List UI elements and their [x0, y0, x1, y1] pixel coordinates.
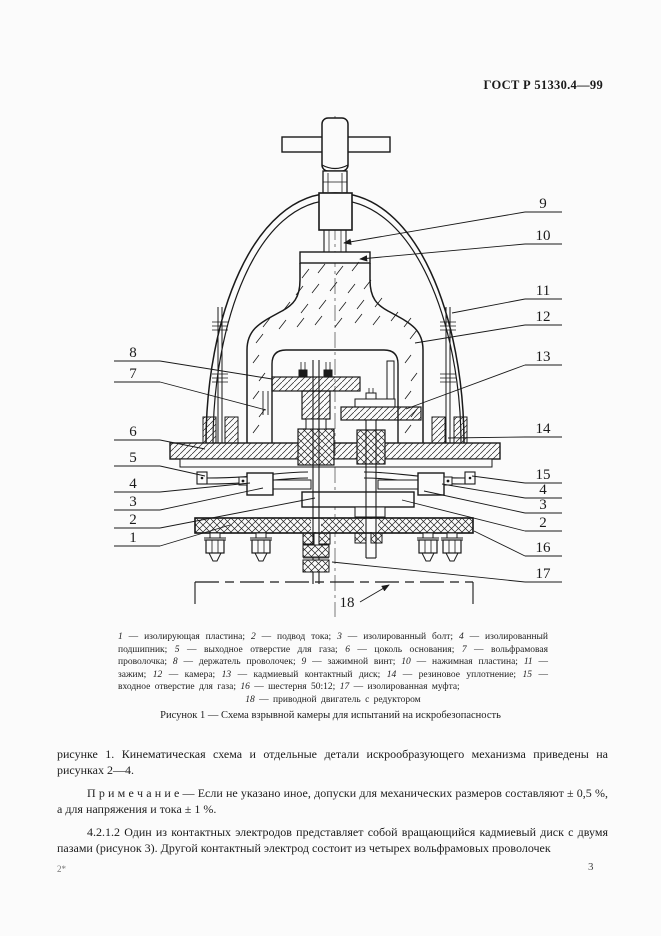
bolt — [204, 532, 226, 562]
callouts-left: 8 7 6 5 4 3 2 1 — [114, 345, 160, 547]
bolt — [441, 532, 463, 562]
base-plate — [169, 442, 501, 468]
callout-label: 2 — [539, 515, 547, 531]
callout-label: 14 — [536, 421, 552, 437]
figure-legend: 1 — изолирующая пластина; 2 — подвод ток… — [118, 631, 548, 707]
callout-label-bottom: 18 — [340, 595, 355, 611]
insulating-plate — [194, 517, 474, 534]
legend-last-line: 18 — приводной двигатель с редуктором — [245, 694, 421, 705]
body-text: рисунке 1. Кинематическая схема и отдель… — [57, 746, 608, 856]
callout-label: 17 — [536, 566, 552, 582]
callout-label: 3 — [539, 497, 547, 513]
callout-label: 4 — [539, 482, 547, 498]
callout-label: 11 — [536, 283, 550, 299]
footer-page-signature: 2* — [57, 864, 66, 874]
wire-holder-assembly — [262, 362, 361, 430]
callout-label: 12 — [536, 309, 551, 325]
callout-label: 3 — [129, 494, 137, 510]
footer-page-number: 3 — [588, 861, 594, 873]
para-4212: 4.2.1.2 Один из контактных электродов пр… — [57, 825, 608, 855]
note-paragraph: П р и м е ч а н и е — Если не указано ин… — [57, 786, 608, 816]
shaft-bushings — [297, 428, 386, 466]
callout-label: 9 — [539, 196, 547, 212]
bolt — [250, 532, 272, 562]
callout-label: 6 — [129, 424, 137, 440]
gear-coupling — [302, 532, 383, 573]
callout-label: 7 — [129, 366, 137, 382]
bolt — [417, 532, 439, 562]
side-studs — [202, 307, 468, 444]
figure-caption: Рисунок 1 — Схема взрывной камеры для ис… — [160, 710, 501, 721]
callout-label: 16 — [536, 540, 552, 556]
callout-label: 4 — [129, 476, 137, 492]
current-supply-bar — [301, 491, 415, 518]
callout-label: 1 — [129, 530, 137, 546]
callout-label: 2 — [129, 512, 137, 528]
clamp-boss — [318, 192, 353, 252]
t-handle-screw — [281, 117, 391, 194]
glass-chamber — [246, 251, 424, 443]
cadmium-disc-assembly — [340, 360, 422, 421]
callouts-right: 9 10 11 12 13 14 15 4 3 2 16 17 — [525, 196, 562, 583]
callout-label: 15 — [536, 467, 551, 483]
callout-label: 13 — [536, 349, 551, 365]
fixing-bolts — [204, 532, 463, 562]
callout-label: 5 — [129, 450, 137, 466]
callout-label: 8 — [129, 345, 137, 361]
figure-1-drawing: 8 7 6 5 4 3 2 1 9 10 11 12 13 14 15 4 3 … — [114, 116, 562, 617]
doc-header: ГОСТ Р 51330.4—99 — [483, 78, 603, 92]
motor-outline — [194, 581, 474, 604]
callout-label: 10 — [536, 228, 551, 244]
para-continuation: рисунке 1. Кинематическая схема и отдель… — [57, 747, 608, 777]
leader-lines — [159, 211, 526, 603]
insulated-bearings — [238, 472, 453, 496]
glass-hatch-marks — [252, 261, 418, 434]
legend-main: 1 — изолирующая пластина; 2 — подвод ток… — [118, 632, 549, 693]
